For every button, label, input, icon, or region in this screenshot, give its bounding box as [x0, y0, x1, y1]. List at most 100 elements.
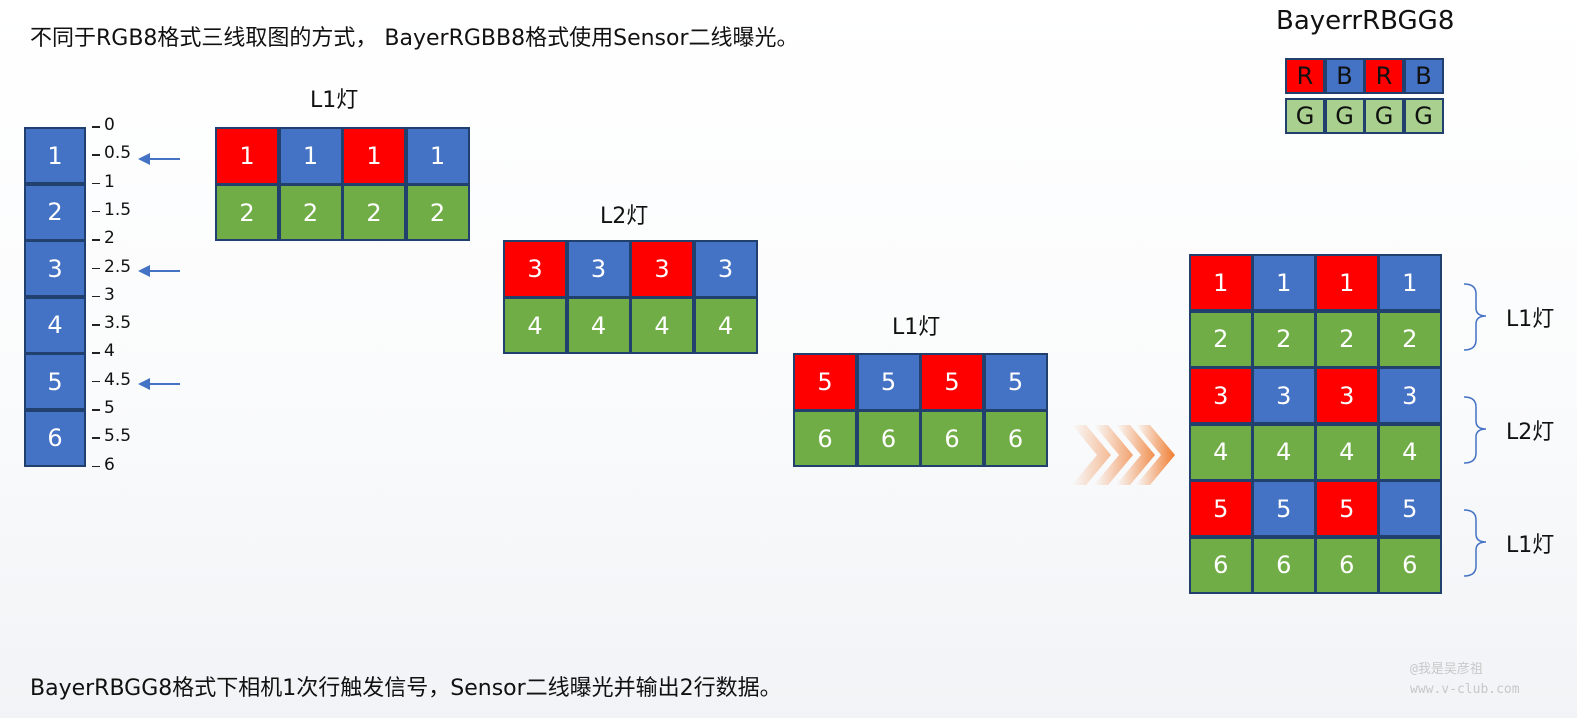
brace-icon — [1463, 396, 1487, 464]
result-cell: 5 — [1252, 480, 1316, 537]
group-cell: 5 — [920, 353, 984, 411]
legend-cell-r: R — [1364, 58, 1404, 94]
result-cell: 1 — [1378, 254, 1442, 311]
scale-tick — [92, 465, 100, 468]
column-cell: 5 — [24, 353, 86, 410]
result-cell: 4 — [1252, 423, 1316, 481]
scale-label: 5.5 — [104, 426, 132, 447]
brace-icon — [1463, 509, 1487, 577]
result-cell: 6 — [1315, 536, 1379, 594]
arrow-left-icon — [150, 158, 180, 160]
result-cell: 2 — [1378, 310, 1442, 368]
scale-label: 0.5 — [104, 143, 132, 164]
page-title: 不同于RGB8格式三线取图的方式， BayerRGBB8格式使用Sensor二线… — [30, 26, 799, 51]
scale-label: 3 — [104, 284, 115, 305]
result-cell: 4 — [1315, 423, 1379, 481]
group-cell: 4 — [566, 297, 631, 354]
scale-label: 3.5 — [104, 313, 132, 334]
arrow-left-icon — [150, 270, 180, 272]
result-cell: 1 — [1189, 254, 1253, 311]
legend-cell-g: G — [1364, 98, 1404, 134]
result-cell: 2 — [1189, 310, 1253, 368]
scale-tick — [92, 239, 100, 241]
group-cell: 2 — [278, 184, 343, 241]
scale-tick — [92, 380, 100, 383]
group-label: L1灯 — [892, 315, 941, 340]
legend-cell-b: B — [1324, 58, 1365, 94]
scale-tick — [92, 267, 100, 269]
arrowhead-icon — [138, 153, 150, 165]
watermark-line1: @我是吴彦祖 — [1410, 662, 1483, 677]
group-cell: 1 — [405, 127, 470, 185]
result-group-label: L1灯 — [1506, 533, 1555, 558]
chevron-arrow-icon — [1072, 425, 1175, 485]
group-cell: 3 — [630, 240, 694, 298]
column-cell: 4 — [24, 296, 86, 354]
result-cell: 6 — [1189, 536, 1253, 594]
group-cell: 5 — [793, 353, 857, 411]
scale-label: 5 — [104, 398, 115, 418]
result-cell: 2 — [1252, 310, 1316, 368]
result-cell: 1 — [1252, 254, 1316, 311]
group-cell: 5 — [983, 353, 1048, 411]
result-cell: 3 — [1378, 367, 1442, 424]
arrowhead-icon — [138, 265, 150, 277]
group-label: L1灯 — [310, 88, 359, 113]
scale-tick — [92, 295, 100, 298]
result-cell: 6 — [1252, 536, 1316, 594]
scale-tick — [92, 352, 100, 354]
result-cell: 3 — [1189, 367, 1253, 424]
result-cell: 3 — [1315, 367, 1379, 424]
result-cell: 2 — [1315, 310, 1379, 368]
result-cell: 3 — [1252, 367, 1316, 424]
brace-icon — [1463, 283, 1487, 351]
scale-label: 1.5 — [104, 199, 132, 220]
legend-cell-g: G — [1324, 98, 1365, 134]
group-label: L2灯 — [600, 204, 649, 229]
result-cell: 5 — [1378, 480, 1442, 537]
group-cell: 6 — [983, 410, 1048, 467]
scale-label: 4.5 — [104, 369, 132, 390]
scale-label: 1 — [104, 171, 115, 192]
scale-label: 4 — [104, 341, 115, 362]
group-cell: 3 — [503, 240, 567, 298]
legend-cell-g: G — [1403, 98, 1444, 134]
legend-cell-r: R — [1285, 58, 1325, 94]
group-cell: 2 — [405, 184, 470, 241]
column-cell: 1 — [24, 127, 86, 184]
legend-title: BayerrRBGG8 — [1276, 6, 1455, 36]
group-cell: 5 — [856, 353, 921, 411]
watermark: @我是吴彦祖 www.v-club.com — [1410, 660, 1520, 700]
group-cell: 4 — [630, 297, 694, 354]
scale-tick — [92, 409, 100, 411]
scale-tick — [92, 182, 100, 185]
scale-tick — [92, 126, 100, 128]
result-cell: 1 — [1315, 254, 1379, 311]
group-cell: 3 — [693, 240, 758, 298]
column-cell: 2 — [24, 183, 86, 241]
column-cell: 3 — [24, 240, 86, 297]
scale-tick — [92, 210, 100, 213]
scale-label: 0 — [104, 115, 115, 135]
group-cell: 2 — [342, 184, 406, 241]
group-cell: 6 — [793, 410, 857, 467]
result-cell: 4 — [1378, 423, 1442, 481]
scale-label: 2 — [104, 228, 115, 249]
column-cell: 6 — [24, 409, 86, 467]
group-cell: 6 — [920, 410, 984, 467]
result-cell: 5 — [1189, 480, 1253, 537]
group-cell: 6 — [856, 410, 921, 467]
result-cell: 4 — [1189, 423, 1253, 481]
group-cell: 4 — [693, 297, 758, 354]
group-cell: 4 — [503, 297, 567, 354]
scale-tick — [92, 154, 100, 156]
legend-cell-b: B — [1403, 58, 1444, 94]
legend-cell-g: G — [1285, 98, 1325, 134]
result-cell: 6 — [1378, 536, 1442, 594]
result-cell: 5 — [1315, 480, 1379, 537]
group-cell: 1 — [278, 127, 343, 185]
arrowhead-icon — [138, 378, 150, 390]
group-cell: 3 — [566, 240, 631, 298]
watermark-line2: www.v-club.com — [1410, 682, 1520, 697]
group-cell: 1 — [342, 127, 406, 185]
